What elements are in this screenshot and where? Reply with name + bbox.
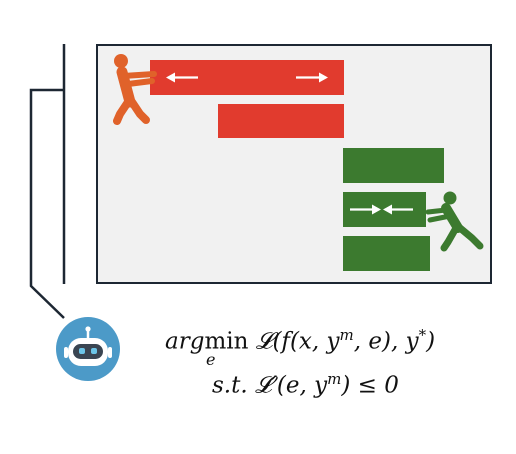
constraint-sup-m: m xyxy=(327,370,342,388)
constraint-end: ) ≤ 0 xyxy=(341,372,399,399)
workspace-panel xyxy=(96,44,492,284)
robot-icon xyxy=(56,317,120,381)
person-pushing-icon xyxy=(425,191,484,252)
argmin-prefix: arg xyxy=(165,328,205,355)
argmin-subscript: e xyxy=(206,352,215,368)
arrows-together-icon xyxy=(350,204,413,215)
objective-sup-m: m xyxy=(339,326,354,344)
objective-mid: , e), y xyxy=(353,328,419,355)
objective-formula: argmin 𝓛(f(x, ym, e), y*) xyxy=(165,328,435,354)
constraint-body: s.t. 𝓛′(e, y xyxy=(212,372,328,399)
red-bar-top xyxy=(150,60,344,95)
constraint-formula: s.t. 𝓛′(e, ym) ≤ 0 xyxy=(212,372,399,398)
objective-end: ) xyxy=(426,328,436,355)
green-bar-middle xyxy=(343,192,426,227)
green-bar-top xyxy=(343,148,444,183)
person-pulling-icon xyxy=(113,54,157,125)
red-bar-bottom xyxy=(218,104,344,138)
objective-body: 𝓛(f(x, y xyxy=(255,328,340,355)
argmin-op: min xyxy=(204,328,249,355)
argmin-subscript-e: e xyxy=(206,350,216,369)
arrows-apart-icon xyxy=(166,72,328,83)
green-bar-bottom xyxy=(343,236,430,271)
objective-sup-star: * xyxy=(418,326,427,344)
